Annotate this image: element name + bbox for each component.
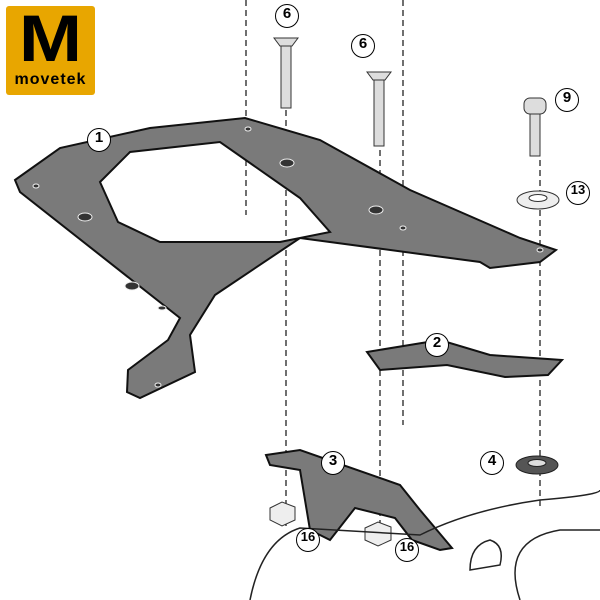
- logo-text: movetek: [14, 71, 87, 88]
- callout-9: 9: [555, 88, 579, 112]
- washer-13: [516, 190, 560, 210]
- callout-1: 1: [87, 128, 111, 152]
- nut-16-right: [364, 521, 392, 547]
- bolt-6-left: [273, 37, 299, 109]
- vehicle-rear-outline: [249, 489, 600, 600]
- top-plate-part-1: [13, 116, 559, 400]
- washer-4: [515, 455, 559, 475]
- callout-13: 13: [566, 181, 590, 205]
- callout-16-left: 16: [296, 528, 320, 552]
- bracket-part-3: [264, 448, 454, 552]
- callout-6-left: 6: [275, 4, 299, 28]
- bracket-part-2: [365, 338, 565, 379]
- callout-3: 3: [321, 451, 345, 475]
- bolt-6-right: [366, 71, 392, 147]
- nut-16-left: [269, 501, 296, 527]
- callout-2: 2: [425, 333, 449, 357]
- bolt-9: [523, 97, 547, 157]
- logo-letter: M: [18, 1, 83, 75]
- callout-4: 4: [480, 451, 504, 475]
- callout-6-right: 6: [351, 34, 375, 58]
- callout-16-right: 16: [395, 538, 419, 562]
- movetek-logo: M movetek: [6, 1, 95, 95]
